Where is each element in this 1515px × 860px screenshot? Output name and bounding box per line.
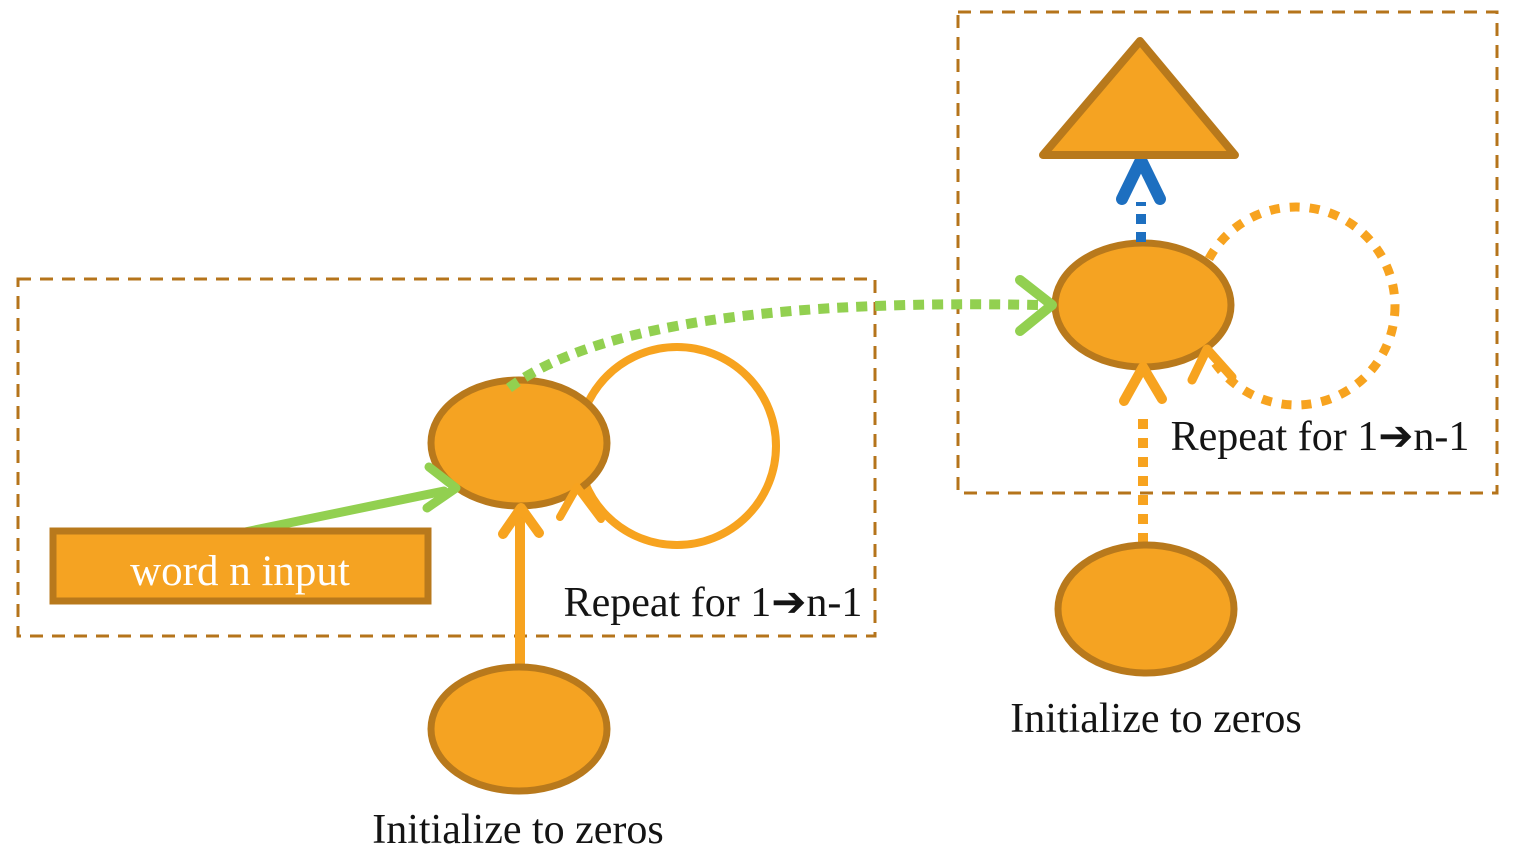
encoder-init-node bbox=[427, 663, 611, 795]
encoder-self-loop-arrowhead-icon bbox=[556, 483, 605, 523]
decoder-init-label: Initialize to zeros bbox=[1010, 696, 1302, 742]
decoder-init-arrowhead-icon bbox=[1119, 362, 1167, 406]
input-to-hidden-arrow bbox=[240, 486, 449, 537]
encoder-init-label: Initialize to zeros bbox=[372, 807, 664, 853]
encoder-to-decoder-arrow bbox=[506, 299, 1039, 393]
decoder-self-loop-arrowhead-icon bbox=[1187, 344, 1237, 385]
decoder-init-node bbox=[1054, 541, 1238, 677]
encoder-repeat-label: Repeat for 1➔n-1 bbox=[564, 580, 863, 626]
input-to-hidden-arrowhead-icon bbox=[422, 462, 461, 513]
output-triangle-node bbox=[1039, 37, 1239, 159]
encoder-repeat-box bbox=[16, 277, 877, 638]
encoder-to-decoder-arrowhead-icon bbox=[1015, 275, 1057, 336]
word-input-box bbox=[49, 527, 432, 605]
decoder-repeat-box bbox=[956, 10, 1499, 495]
word-input-label: word n input bbox=[130, 548, 350, 595]
hidden-to-output-arrowhead-icon bbox=[1116, 154, 1166, 205]
decoder-self-loop bbox=[1192, 202, 1400, 410]
encoder-init-arrowhead-icon bbox=[498, 503, 544, 539]
decoder-repeat-label: Repeat for 1➔n-1 bbox=[1171, 414, 1470, 460]
